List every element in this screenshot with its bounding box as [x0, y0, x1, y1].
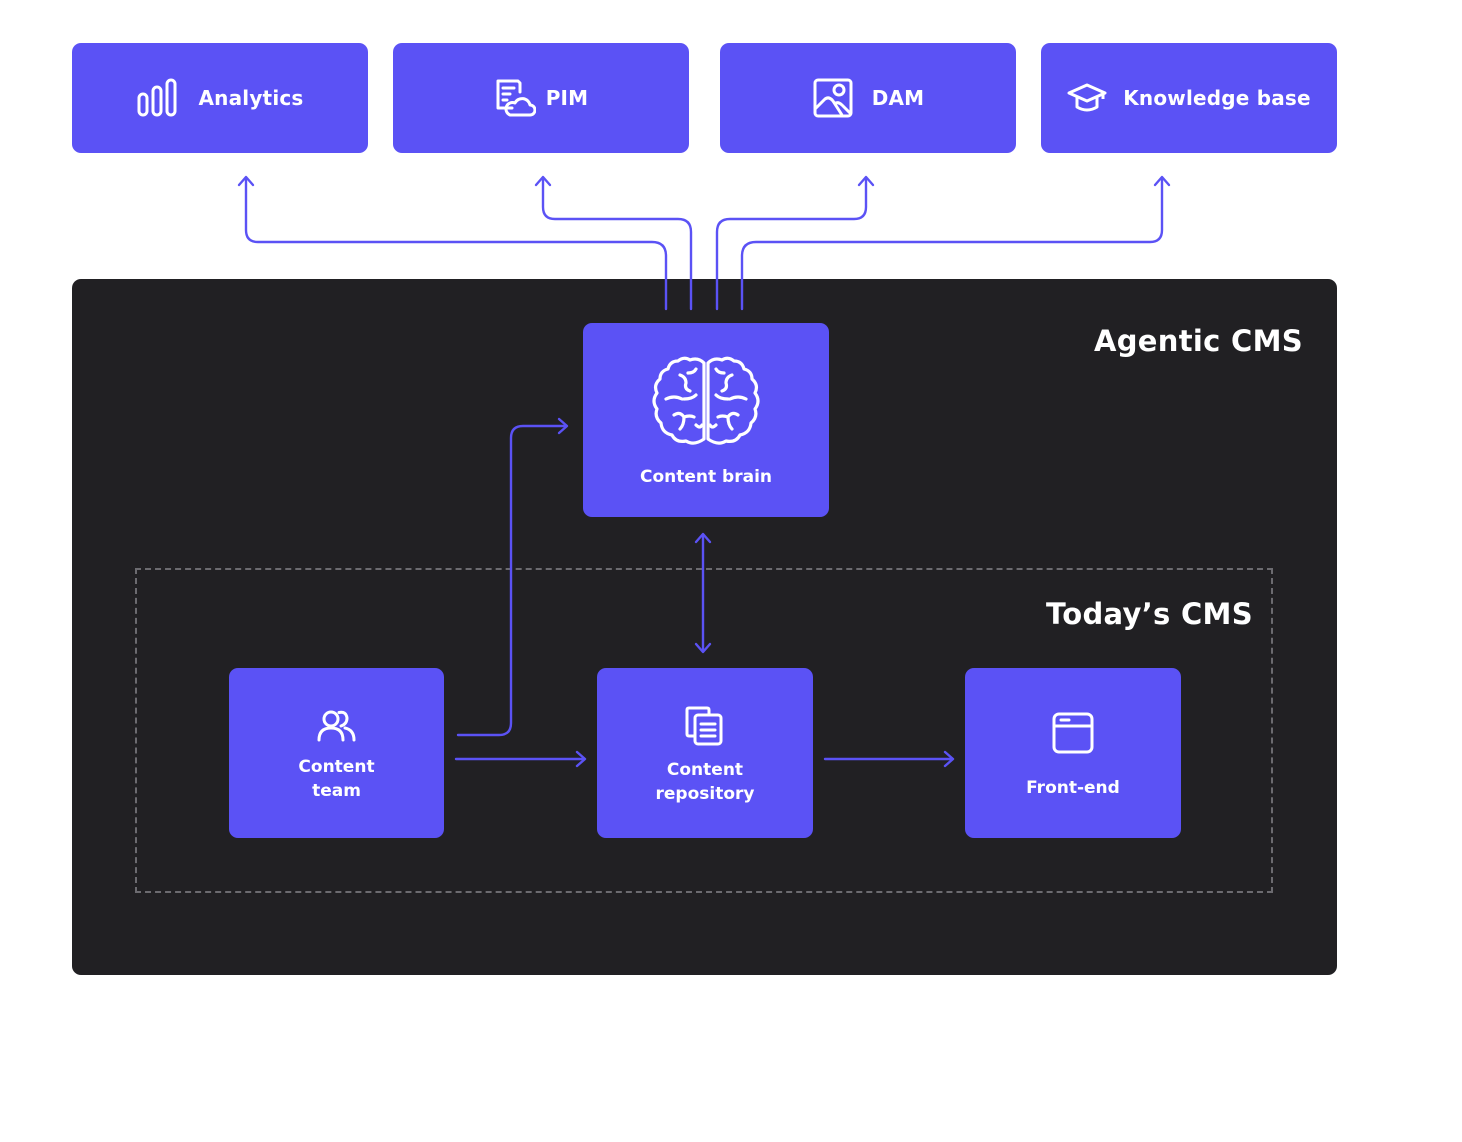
node-front-end[interactable]: Front-end	[965, 668, 1181, 838]
brain-icon	[650, 355, 762, 447]
bar-chart-icon	[136, 78, 178, 118]
node-label: Analytics	[198, 86, 304, 110]
arrowhead-knowledge-base	[1153, 175, 1171, 187]
node-content-repository[interactable]: Content repository	[597, 668, 813, 838]
image-icon	[812, 77, 854, 119]
node-pim[interactable]: PIM	[393, 43, 689, 153]
node-label: PIM	[545, 86, 589, 110]
node-dam[interactable]: DAM	[720, 43, 1016, 153]
node-label: Content repository	[655, 760, 755, 804]
node-label: Content brain	[639, 467, 772, 487]
node-analytics[interactable]: Analytics	[72, 43, 368, 153]
arrowhead-dam	[857, 175, 875, 187]
browser-window-icon	[1052, 712, 1094, 754]
agentic-cms-title: Agentic CMS	[1094, 324, 1303, 358]
node-label: DAM	[871, 86, 925, 110]
node-content-brain[interactable]: Content brain	[583, 323, 829, 517]
node-content-team[interactable]: Content team	[229, 668, 444, 838]
document-cloud-icon	[494, 78, 536, 118]
todays-cms-title: Today’s CMS	[1046, 597, 1253, 631]
node-label: Knowledge base	[1123, 86, 1311, 110]
node-knowledge-base[interactable]: Knowledge base	[1041, 43, 1337, 153]
users-icon	[317, 709, 357, 743]
arrowhead-analytics	[237, 175, 255, 187]
arrowhead-pim	[534, 175, 552, 187]
node-label: Front-end	[1026, 778, 1120, 798]
documents-icon	[685, 706, 725, 746]
graduation-cap-icon	[1067, 82, 1107, 114]
node-label: Content team	[298, 757, 375, 801]
